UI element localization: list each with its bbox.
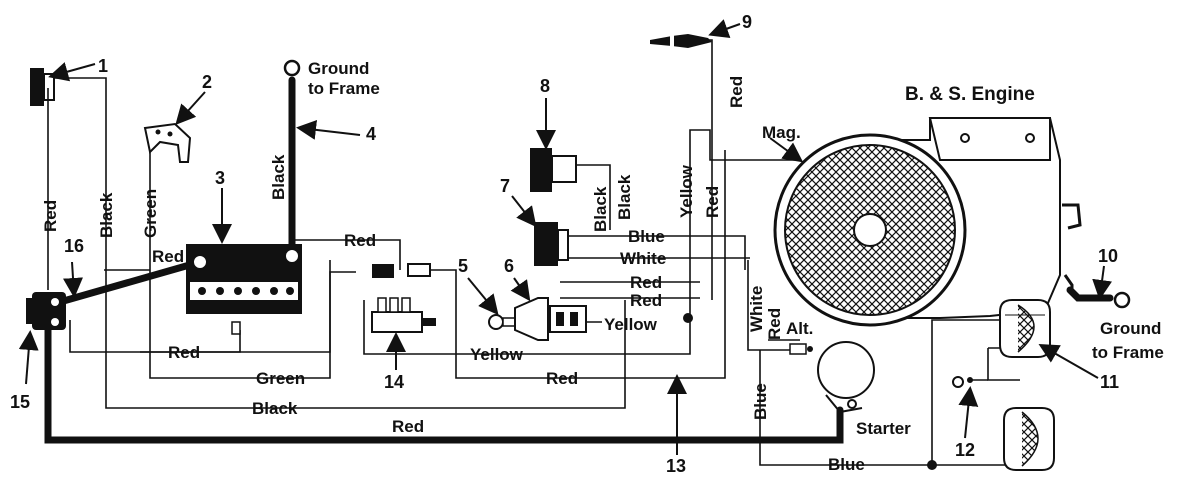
- component-1-switch: [30, 68, 55, 106]
- wire-label-black-8b: Black: [615, 174, 634, 220]
- diagram-title: B. & S. Engine: [905, 84, 1035, 105]
- starter-motor: [817, 341, 875, 414]
- component-9-spark-connector: [650, 34, 712, 48]
- component-7-switch: [534, 222, 569, 266]
- wire-label-red-alt: Red: [765, 308, 784, 340]
- cable-lines: [44, 76, 1114, 444]
- wire-label-black-left: Black: [97, 192, 116, 238]
- callout-15: 15: [10, 392, 30, 412]
- engine: [773, 117, 1082, 327]
- wire-label-red-left: Red: [41, 200, 60, 232]
- wire-label-yellow-6: Yellow: [604, 315, 658, 334]
- callout-5: 5: [458, 256, 468, 276]
- callout-9: 9: [742, 12, 752, 32]
- callout-12: 12: [955, 440, 975, 460]
- ground-right-line2: to Frame: [1092, 343, 1164, 362]
- wire-label-red-9: Red: [727, 76, 746, 108]
- callout-14: 14: [384, 372, 404, 392]
- component-2-bracket: [143, 122, 192, 163]
- wire-label-red-bottom-long: Red: [392, 417, 424, 436]
- component-6-ignition-switch: [514, 297, 587, 341]
- callout-4: 4: [366, 124, 376, 144]
- wire-lines: [47, 39, 1030, 466]
- callout-11: 11: [1100, 372, 1119, 392]
- fuse-holder: [372, 263, 431, 278]
- callout-7: 7: [500, 176, 510, 196]
- alt-label: Alt.: [786, 319, 813, 338]
- component-12-connector: [952, 376, 973, 388]
- callout-16: 16: [64, 236, 84, 256]
- component-15-solenoid: [26, 292, 66, 330]
- wire-label-blue-eng: Blue: [751, 383, 770, 420]
- wire-label-blue-7: Blue: [628, 227, 665, 246]
- ground-top-line1: Ground: [308, 59, 369, 78]
- component-3-battery: [186, 244, 302, 335]
- callout-8: 8: [540, 76, 550, 96]
- wire-label-black-8a: Black: [591, 186, 610, 232]
- wire-label-red-6a: Red: [630, 273, 662, 292]
- wire-label-red-fuse: Red: [344, 231, 376, 250]
- ground-top-line2: to Frame: [308, 79, 380, 98]
- mag-label: Mag.: [762, 123, 801, 142]
- callout-1: 1: [98, 56, 108, 76]
- leader-lines: [18, 19, 1113, 455]
- wire-label-red-vert: Red: [703, 186, 722, 218]
- wire-label-yellow-vert: Yellow: [677, 164, 696, 218]
- component-5-key: [488, 314, 518, 330]
- wire-label-white-7: White: [620, 249, 666, 268]
- callout-13: 13: [666, 456, 686, 476]
- wire-label-green-bottom: Green: [256, 369, 305, 388]
- callout-2: 2: [202, 72, 212, 92]
- component-11-headlight-bottom: [1003, 407, 1055, 471]
- component-11-headlight-top: [999, 299, 1051, 358]
- callout-3: 3: [215, 168, 225, 188]
- ground-right-line1: Ground: [1100, 319, 1161, 338]
- wire-label-green-left: Green: [141, 189, 160, 238]
- callout-6: 6: [504, 256, 514, 276]
- component-8-switch: [530, 148, 577, 192]
- ground-eyelet-top: [283, 59, 301, 77]
- wire-label-red-battery: Red: [152, 247, 184, 266]
- wire-label-red-bottom1: Red: [168, 343, 200, 362]
- callout-10: 10: [1098, 246, 1118, 266]
- wire-label-blue-bottom: Blue: [828, 455, 865, 474]
- wire-label-black-bottom: Black: [252, 399, 298, 418]
- alt-connector: [789, 343, 813, 355]
- component-14-relay: [371, 297, 436, 333]
- wire-label-white-eng: White: [747, 286, 766, 332]
- wire-label-red-mid: Red: [546, 369, 578, 388]
- wire-label-red-6b: Red: [630, 291, 662, 310]
- wire-label-yellow-mid: Yellow: [470, 345, 524, 364]
- starter-label: Starter: [856, 419, 911, 438]
- junction-dots: [683, 313, 937, 470]
- wire-label-black-ground: Black: [269, 154, 288, 200]
- ground-eyelet-right: [1113, 291, 1131, 309]
